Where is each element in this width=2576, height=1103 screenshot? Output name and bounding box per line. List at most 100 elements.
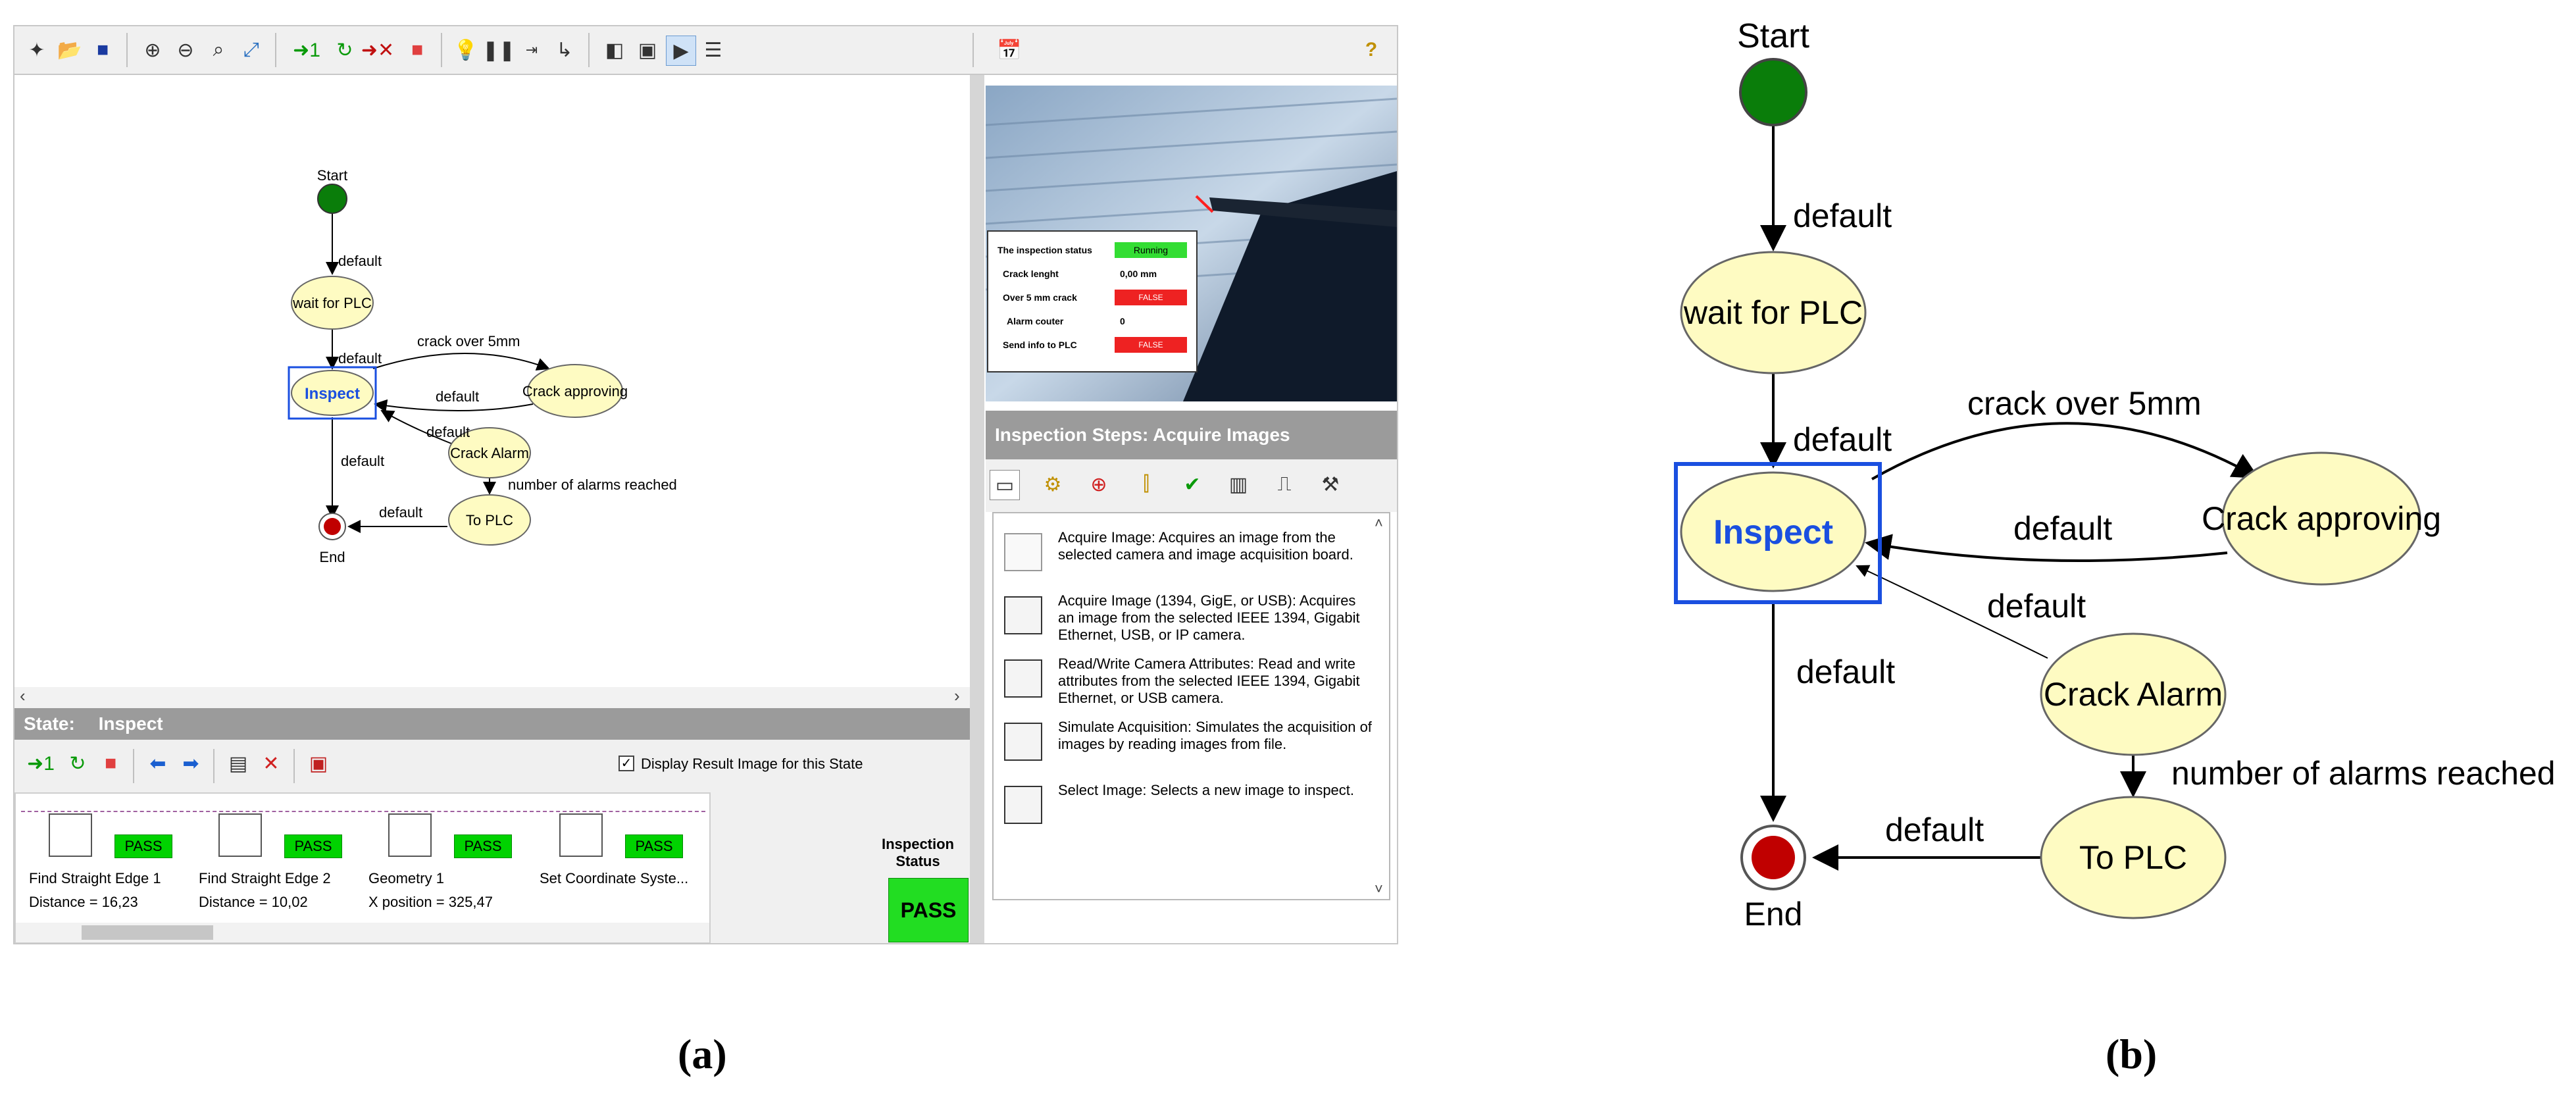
tab-check-icon[interactable]: ✔ bbox=[1184, 473, 1201, 496]
state-run-once-icon[interactable]: ➜1 bbox=[27, 752, 55, 775]
step-value: X position = 325,47 bbox=[368, 894, 493, 910]
list-item-text: Acquire Image (1394, GigE, or USB): Acqu… bbox=[1058, 592, 1360, 643]
step-card-4[interactable]: PASS Set Coordinate Syste... bbox=[540, 807, 711, 938]
diagram-hscrollbar[interactable]: ‹ › bbox=[14, 686, 970, 708]
delete-step-icon[interactable]: ✕ bbox=[263, 752, 280, 775]
step-pass-badge: PASS bbox=[625, 834, 683, 858]
caption-a: (a) bbox=[678, 1031, 727, 1077]
camera-attributes-icon bbox=[1004, 659, 1042, 698]
start-node[interactable] bbox=[1739, 58, 1807, 126]
open-folder-icon[interactable]: 📂 bbox=[57, 39, 82, 61]
state-bar-label: State: bbox=[24, 713, 75, 734]
overlay-value: Running bbox=[1115, 242, 1187, 258]
main-toolbar: ✦ 📂 ■ ⊕ ⊖ ⌕ ⤢ ➜1 ↻ ➜✕ ■ 💡 ❚❚ ⇥ ↳ ◧ ▣ ▶ ☰… bbox=[14, 26, 1397, 75]
tab-tools-icon[interactable]: ⚒ bbox=[1321, 473, 1340, 496]
list-item-text: Select Image: Selects a new image to ins… bbox=[1058, 782, 1355, 798]
scroll-right-icon[interactable]: › bbox=[954, 686, 960, 705]
edge-label-e8: default bbox=[379, 504, 422, 521]
zoom-in-icon[interactable]: ⊕ bbox=[144, 39, 161, 61]
tab-io-icon[interactable]: ⎍ bbox=[1277, 473, 1292, 495]
zoom-1to1-icon[interactable]: ⌕ bbox=[213, 39, 224, 61]
camera-image-view: The inspection status Running Crack leng… bbox=[986, 86, 1397, 401]
state-run-continuous-icon[interactable]: ↻ bbox=[69, 752, 86, 775]
end-node[interactable] bbox=[1752, 836, 1795, 879]
find-edge-icon bbox=[49, 813, 92, 857]
overlay-label: Send info to PLC bbox=[1003, 340, 1077, 350]
lightbulb-icon[interactable]: 💡 bbox=[453, 39, 478, 61]
step-value: Distance = 16,23 bbox=[29, 894, 138, 910]
run-once-icon[interactable]: ➜1 bbox=[293, 39, 320, 61]
step-card-2[interactable]: PASS Find Straight Edge 2 Distance = 10,… bbox=[199, 807, 370, 938]
step-icon[interactable]: ⇥ bbox=[525, 41, 538, 58]
step-card-1[interactable]: PASS Find Straight Edge 1 Distance = 16,… bbox=[29, 807, 200, 938]
tab-identify-icon[interactable]: ▥ bbox=[1228, 473, 1248, 496]
stop-icon[interactable]: ■ bbox=[411, 39, 424, 61]
inspect-selection-box bbox=[288, 366, 377, 420]
overlay-value: FALSE bbox=[1115, 337, 1187, 353]
end-label: End bbox=[1744, 896, 1803, 933]
panel-b-diagram: Start wait for PLC Inspect Crack approvi… bbox=[1645, 0, 2576, 974]
save-icon[interactable]: ■ bbox=[96, 39, 109, 61]
state-diagram-large-svg: Start wait for PLC Inspect Crack approvi… bbox=[1674, 17, 2556, 933]
run-stop-x-icon[interactable]: ➜✕ bbox=[361, 39, 395, 61]
scroll-down-icon[interactable]: ˅ bbox=[1375, 881, 1383, 897]
calendar-icon[interactable]: 📅 bbox=[997, 39, 1022, 61]
tab-acquire-icon[interactable]: ▭ bbox=[990, 470, 1020, 500]
start-label: Start bbox=[1737, 17, 1809, 55]
inspect-node[interactable] bbox=[291, 370, 374, 416]
tab-measure-icon[interactable]: ⫿ bbox=[1143, 473, 1149, 495]
to-plc-node[interactable] bbox=[448, 494, 531, 546]
edge-crack-over bbox=[1871, 422, 2260, 480]
result-image-icon[interactable]: ▣ bbox=[309, 752, 328, 775]
list-item-text: Read/Write Camera Attributes: Read and w… bbox=[1058, 655, 1360, 706]
edge-label-e6: default bbox=[341, 453, 384, 469]
edge-crack-over bbox=[372, 353, 550, 371]
wait-for-plc-node[interactable] bbox=[291, 276, 374, 330]
run-continuous-icon[interactable]: ↻ bbox=[336, 39, 353, 61]
tab-process-icon[interactable]: ⚙ bbox=[1044, 473, 1062, 496]
crack-alarm-node[interactable] bbox=[448, 427, 531, 478]
vertical-splitter[interactable] bbox=[970, 75, 984, 943]
scroll-up-icon[interactable]: ˄ bbox=[1375, 515, 1383, 531]
step-list-scrollbar[interactable]: ˄ ˅ bbox=[1373, 515, 1388, 898]
simulate-acquisition-icon bbox=[1004, 723, 1042, 761]
zoom-fit-icon[interactable]: ⤢ bbox=[243, 39, 259, 61]
layout-icon[interactable]: ☰ bbox=[704, 39, 722, 61]
camera-left-icon[interactable]: ◧ bbox=[605, 39, 624, 61]
edge-label-e4: default bbox=[2013, 510, 2112, 547]
zoom-out-icon[interactable]: ⊖ bbox=[177, 39, 194, 61]
start-label: Start bbox=[317, 167, 347, 184]
overlay-label: Alarm couter bbox=[1007, 316, 1064, 326]
crack-approving-node[interactable] bbox=[527, 364, 623, 418]
steps-hscrollbar[interactable] bbox=[16, 923, 709, 942]
edit-step-icon[interactable]: ▤ bbox=[228, 752, 248, 775]
acquire-image-icon bbox=[1004, 533, 1042, 571]
to-plc-node[interactable] bbox=[2040, 796, 2227, 919]
new-icon[interactable]: ✦ bbox=[28, 39, 45, 61]
move-left-icon[interactable]: ⬅ bbox=[149, 752, 166, 775]
image-right-icon[interactable]: ▶ bbox=[666, 36, 696, 66]
inspect-node[interactable] bbox=[1680, 471, 1867, 592]
step-card-3[interactable]: PASS Geometry 1 X position = 325,47 bbox=[368, 807, 540, 938]
state-bar-value: Inspect bbox=[98, 713, 163, 734]
move-right-icon[interactable]: ➡ bbox=[182, 752, 199, 775]
select-image-icon bbox=[1004, 786, 1042, 824]
edge-label-e2: default bbox=[1793, 421, 1892, 458]
step-name: Set Coordinate Syste... bbox=[540, 870, 689, 886]
tab-locate-icon[interactable]: ⊕ bbox=[1090, 473, 1107, 496]
help-icon[interactable]: ? bbox=[1365, 39, 1378, 61]
image-icon[interactable]: ▣ bbox=[638, 39, 657, 61]
end-node[interactable] bbox=[324, 518, 341, 535]
scroll-left-icon[interactable]: ‹ bbox=[20, 686, 26, 705]
state-stop-icon[interactable]: ■ bbox=[104, 752, 117, 774]
pause-icon[interactable]: ❚❚ bbox=[482, 39, 516, 61]
wait-for-plc-node[interactable] bbox=[1680, 251, 1867, 374]
crack-approving-node[interactable] bbox=[2221, 451, 2421, 586]
wait-label: wait for PLC bbox=[292, 295, 372, 311]
start-node[interactable] bbox=[317, 184, 347, 214]
display-result-checkbox[interactable]: ✓ bbox=[619, 756, 634, 771]
crack-approving-label: Crack approving bbox=[522, 383, 628, 399]
step-into-icon[interactable]: ↳ bbox=[556, 39, 573, 61]
crack-alarm-node[interactable] bbox=[2040, 632, 2227, 756]
scroll-thumb[interactable] bbox=[82, 925, 213, 940]
